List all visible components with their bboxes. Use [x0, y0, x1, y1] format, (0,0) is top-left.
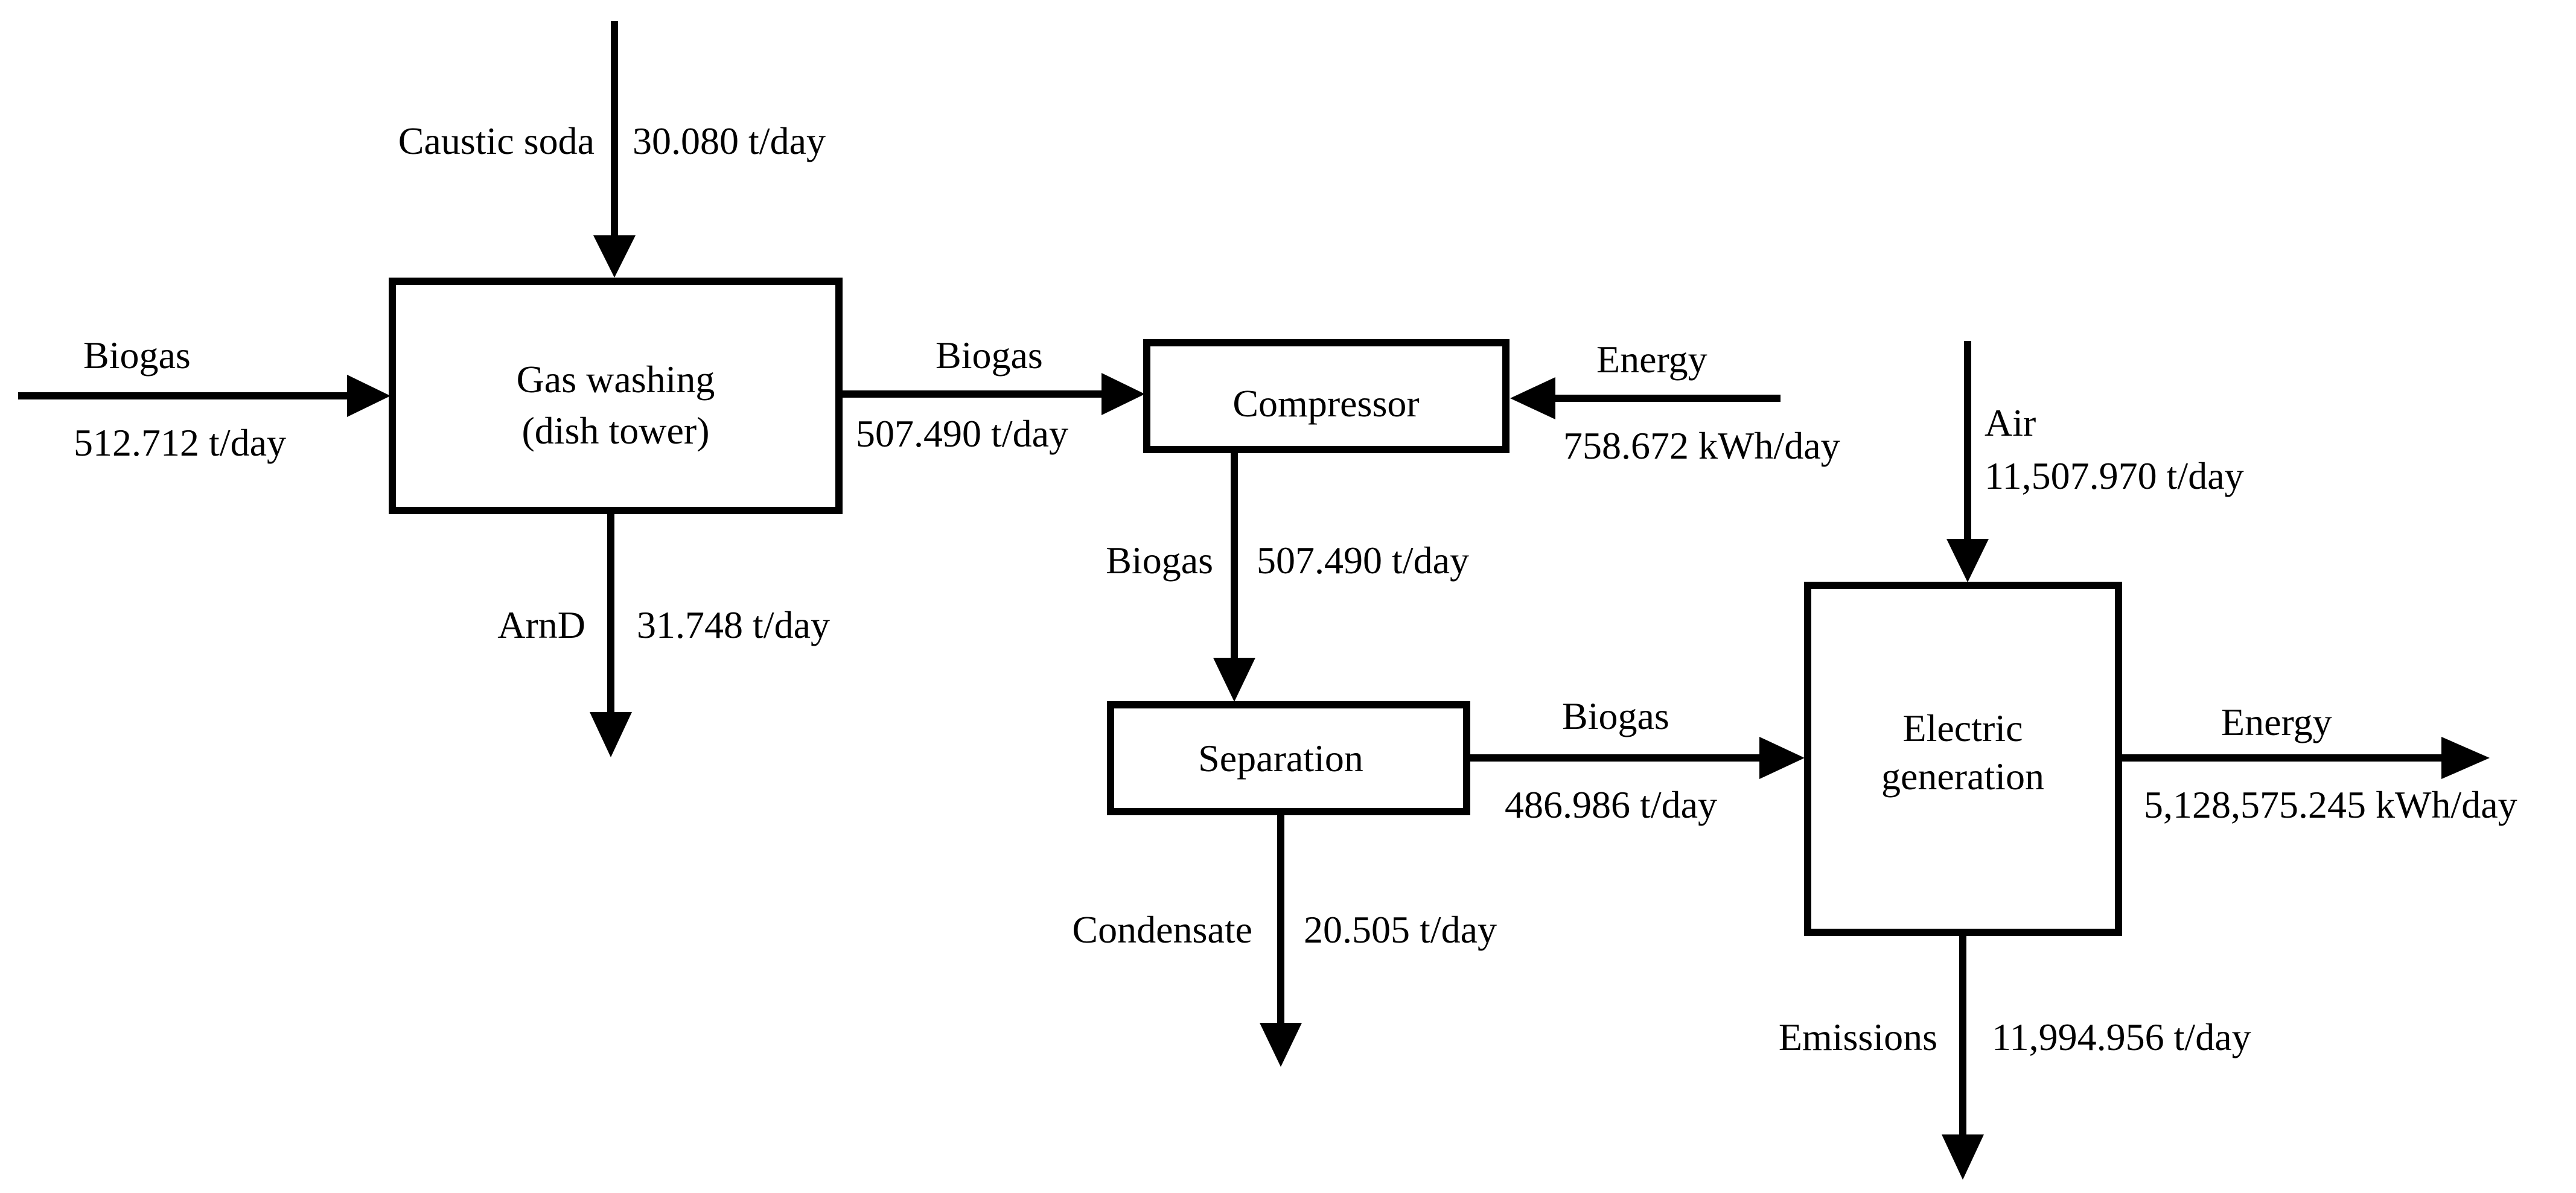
biogas-feed-amount: 512.712 t/day	[74, 421, 286, 464]
biogas-feed-arrow	[18, 375, 391, 417]
biogas-separated-name: Biogas	[1562, 695, 1669, 737]
biogas-washed-name: Biogas	[936, 334, 1043, 377]
electric-generation-label-line1: Electric	[1903, 707, 2023, 749]
electric-generation-process: Electric generation	[1804, 582, 2122, 936]
compressor-box	[1143, 339, 1510, 453]
emissions-name: Emissions	[1779, 1016, 1937, 1058]
biogas-compressed-name: Biogas	[1106, 539, 1213, 582]
condensate-arrow	[1260, 812, 1302, 1067]
gas-washing-label-line1: Gas washing	[517, 358, 715, 401]
separation-process: Separation	[1107, 701, 1470, 815]
gas-washing-box	[389, 278, 843, 514]
biogas-feed-name: Biogas	[83, 334, 191, 377]
energy-output-name: Energy	[2221, 701, 2332, 743]
condensate-amount: 20.505 t/day	[1304, 908, 1497, 951]
arnd-arrow	[590, 511, 632, 757]
air-name: Air	[1985, 401, 2036, 444]
caustic-soda-name: Caustic soda	[398, 119, 595, 162]
air-amount: 11,507.970 t/day	[1985, 454, 2244, 497]
separation-label: Separation	[1198, 737, 1363, 780]
separation-box	[1107, 701, 1470, 815]
electric-generation-label-line2: generation	[1881, 755, 2044, 798]
arnd-amount: 31.748 t/day	[637, 603, 830, 646]
energy-compressor-amount: 758.672 kWh/day	[1563, 424, 1840, 467]
gas-washing-process: Gas washing (dish tower)	[389, 278, 843, 514]
energy-compressor-name: Energy	[1596, 338, 1707, 381]
biogas-washed-arrow	[839, 373, 1145, 415]
compressor-process: Compressor	[1143, 339, 1510, 453]
energy-compressor-arrow	[1510, 377, 1781, 419]
air-arrow	[1946, 341, 1989, 582]
caustic-soda-amount: 30.080 t/day	[633, 119, 826, 162]
condensate-name: Condensate	[1072, 908, 1252, 951]
biogas-separated-amount: 486.986 t/day	[1505, 783, 1717, 826]
biogas-separated-arrow	[1467, 737, 1805, 779]
compressor-label: Compressor	[1232, 382, 1419, 425]
emissions-amount: 11,994.956 t/day	[1992, 1016, 2251, 1058]
emissions-arrow	[1942, 932, 1984, 1180]
caustic-soda-arrow	[593, 21, 636, 278]
arnd-name: ArnD	[497, 603, 585, 646]
biogas-compressed-amount: 507.490 t/day	[1257, 539, 1469, 582]
energy-output-arrow	[2119, 737, 2490, 779]
biogas-washed-amount: 507.490 t/day	[856, 412, 1068, 455]
energy-output-amount: 5,128,575.245 kWh/day	[2144, 783, 2517, 826]
biogas-compressed-arrow	[1213, 450, 1255, 702]
gas-washing-label-line2: (dish tower)	[521, 409, 709, 452]
